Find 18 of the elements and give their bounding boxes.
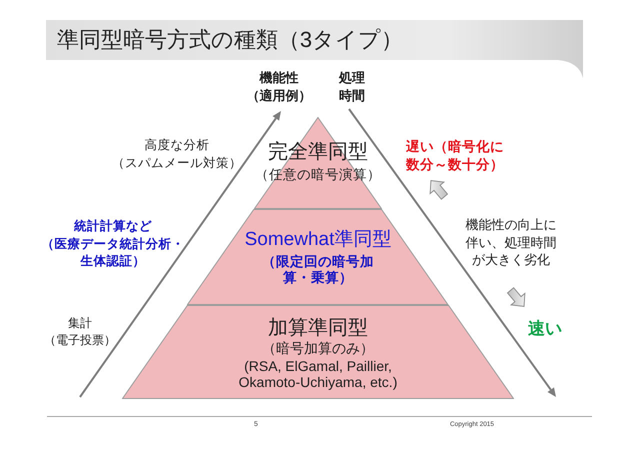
layer-description: （暗号加算のみ） — [262, 340, 374, 356]
pyramid-layer — [254, 117, 382, 209]
slow-note: 遅い（暗号化に数分～数十分） — [406, 138, 504, 174]
layer-title: 完全準同型 — [267, 140, 368, 164]
layer-description: （限定回の暗号加算・乗算） — [261, 254, 374, 287]
axis-label: 機能性（適用例） — [246, 69, 312, 105]
trend-note: 機能性の向上に伴い、処理時間が大きく劣化 — [465, 216, 557, 269]
layer-title: Somewhat準同型 — [244, 228, 392, 250]
application-note: 集計（電子投票） — [44, 314, 116, 348]
layer-title: 加算準同型 — [268, 316, 368, 340]
application-note: 高度な分析（スパムメール対策） — [112, 137, 242, 172]
slide-title: 準同型暗号方式の種類（3タイプ） — [56, 26, 404, 54]
layer-description: （任意の暗号演算） — [254, 166, 382, 182]
fast-note: 速い — [528, 319, 562, 339]
application-note: 統計計算など（医療データ統計分析・生体認証） — [41, 218, 185, 270]
example-list: (RSA, ElGamal, Paillier, Okamoto-Uchiyama, etc.) — [238, 358, 398, 391]
axis-label: 処理時間 — [338, 69, 366, 105]
pyramid-layer — [122, 305, 514, 399]
